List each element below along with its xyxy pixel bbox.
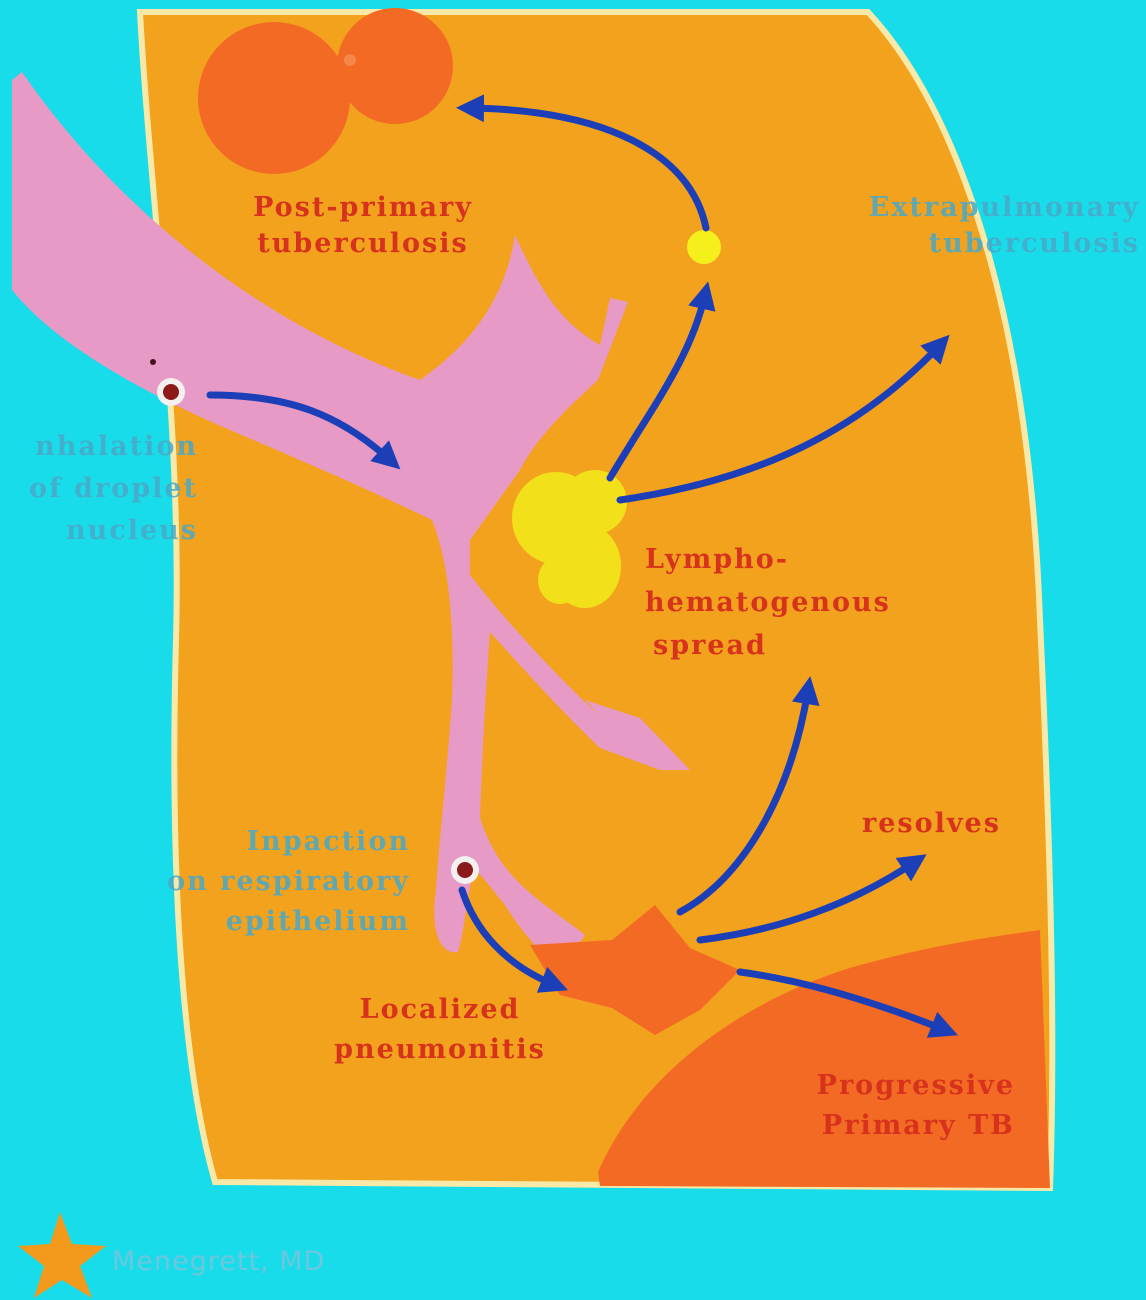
label-resolves: resolves xyxy=(862,806,1001,842)
label-progressive-primary-tb: Progressive Primary TB xyxy=(740,1066,1015,1146)
label-post-primary: Post-primary tuberculosis xyxy=(218,190,508,262)
signature: Menegrett, MD xyxy=(112,1246,325,1277)
label-inhalation: nhalation of droplet nucleus xyxy=(0,426,198,552)
label-impaction: Inpaction on respiratory epithelium xyxy=(110,822,410,942)
droplet-nucleus-core xyxy=(163,384,179,400)
droplet-nucleus-core xyxy=(457,862,473,878)
label-lympho-spread: Lympho- hematogenous spread xyxy=(645,538,891,667)
label-localized-pneumonitis: Localized pneumonitis xyxy=(300,990,580,1070)
lymph-node-small xyxy=(687,230,721,264)
label-extrapulmonary: Extrapulmonary tuberculosis xyxy=(800,190,1140,262)
droplet-speck xyxy=(150,359,156,365)
